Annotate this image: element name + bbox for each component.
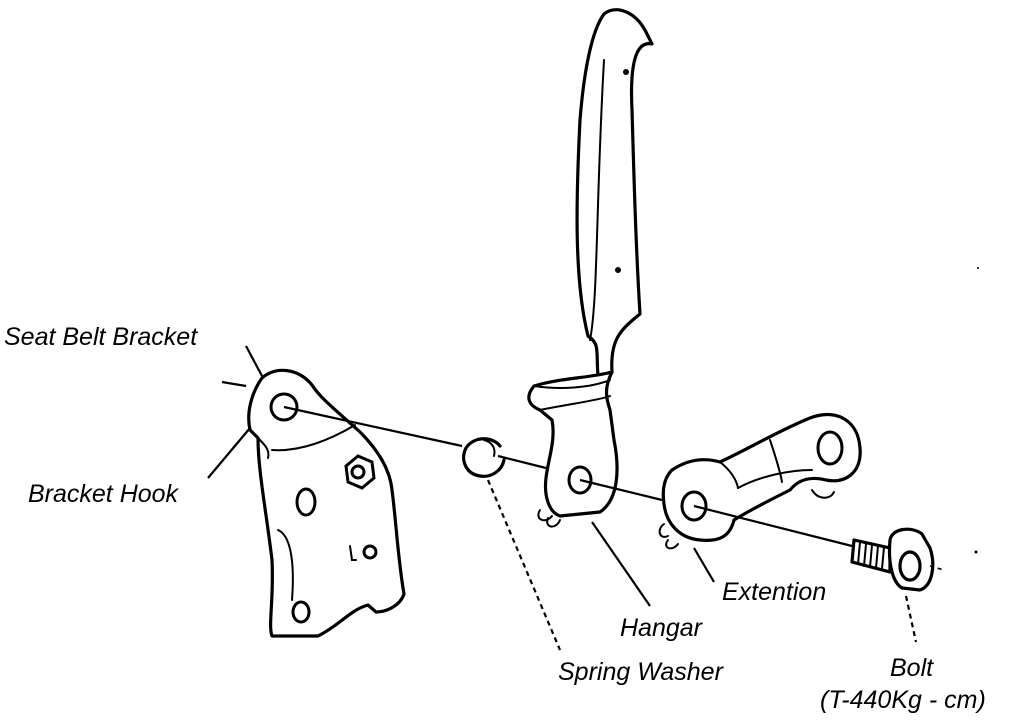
spring-washer (462, 437, 506, 478)
label-bracket-hook: Bracket Hook (28, 480, 180, 508)
hangar (527, 8, 654, 528)
speck (974, 550, 978, 554)
label-bolt: Bolt (890, 654, 934, 682)
label-extention: Extention (722, 578, 826, 606)
label-seat-belt-bracket: Seat Belt Bracket (4, 323, 198, 351)
speck (977, 267, 979, 269)
extention (658, 412, 862, 550)
label-hangar: Hangar (620, 614, 704, 642)
assembly-axis-lines (283, 405, 945, 571)
label-bolt-torque: (T-440Kg - cm) (820, 686, 986, 714)
label-spring-washer: Spring Washer (558, 658, 725, 686)
leader-lines (207, 345, 918, 651)
seat-belt-bracket (247, 368, 406, 638)
bolt (850, 527, 935, 592)
